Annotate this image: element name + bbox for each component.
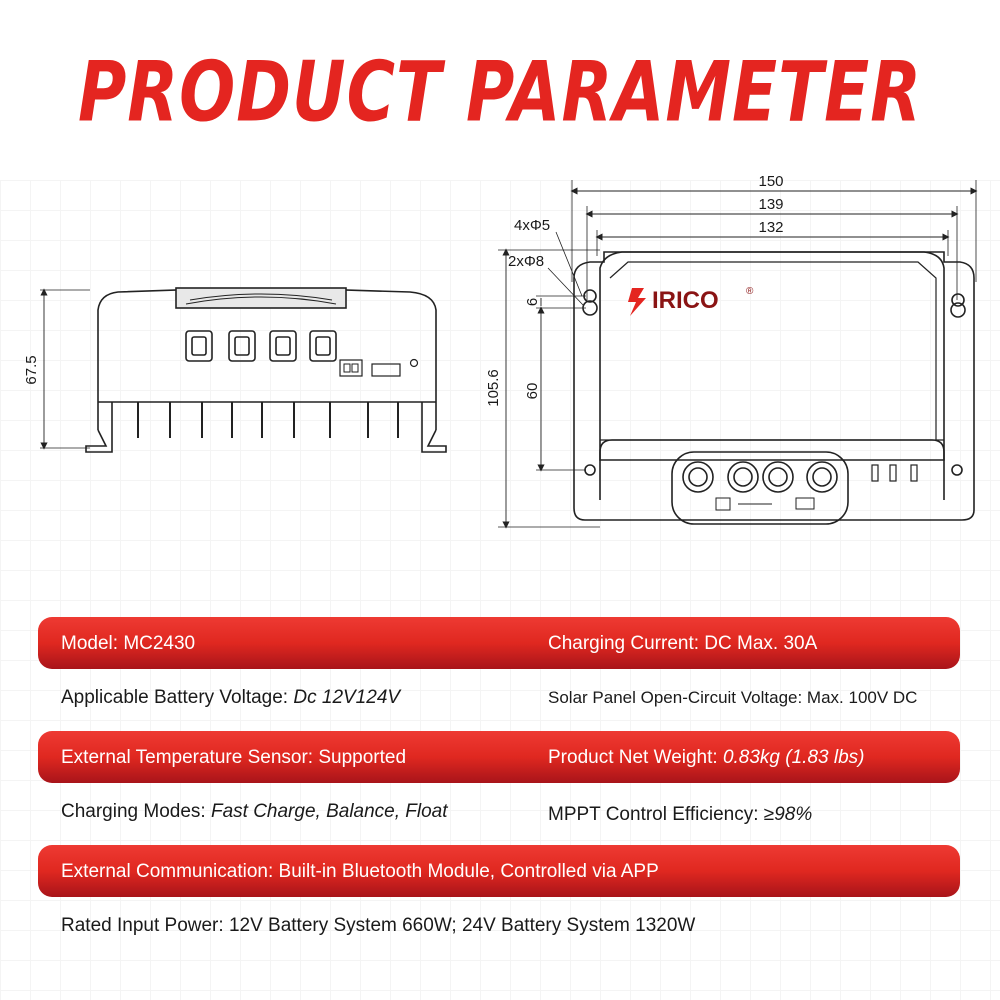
top-view xyxy=(498,180,978,529)
dim-width-inner: 132 xyxy=(758,219,783,236)
technical-drawing: 67.5 xyxy=(23,173,978,529)
dim-height-total: 105.6 xyxy=(485,369,502,407)
dim-hole-large: 2xΦ8 xyxy=(508,253,544,270)
spec-battery-voltage: Applicable Battery Voltage: Dc 12V124V xyxy=(61,687,401,708)
spec-band-3 xyxy=(38,845,960,897)
dim-side-height: 67.5 xyxy=(23,355,40,384)
brand-mark: ® xyxy=(746,286,754,297)
side-view xyxy=(40,287,447,453)
page-title: PRODUCT PARAMETER xyxy=(77,44,923,141)
spec-temperature-sensor: External Temperature Sensor: Supported xyxy=(61,747,407,768)
spec-model: Model: MC2430 xyxy=(61,633,196,654)
spec-rated-input-power: Rated Input Power: 12V Battery System 66… xyxy=(61,915,696,936)
dim-width-mid: 139 xyxy=(758,196,783,213)
spec-charging-current: Charging Current: DC Max. 30A xyxy=(548,633,818,654)
dim-6: 6 xyxy=(524,298,541,306)
spec-mppt-efficiency: MPPT Control Efficiency: ≥98% xyxy=(548,804,813,825)
spec-band-1 xyxy=(38,617,960,669)
dim-hole-small: 4xΦ5 xyxy=(514,217,550,234)
spec-communication: External Communication: Built-in Bluetoo… xyxy=(61,861,659,882)
spec-open-circuit-voltage: Solar Panel Open-Circuit Voltage: Max. 1… xyxy=(548,688,918,707)
spec-net-weight: Product Net Weight: 0.83kg (1.83 lbs) xyxy=(548,747,865,768)
spec-band-2 xyxy=(38,731,960,783)
dim-60: 60 xyxy=(524,383,541,400)
brand-logo: IRICO ® xyxy=(628,286,754,316)
dim-width-outer: 150 xyxy=(758,173,783,190)
spec-charging-modes: Charging Modes: Fast Charge, Balance, Fl… xyxy=(61,801,448,822)
brand-name: IRICO xyxy=(652,287,719,314)
